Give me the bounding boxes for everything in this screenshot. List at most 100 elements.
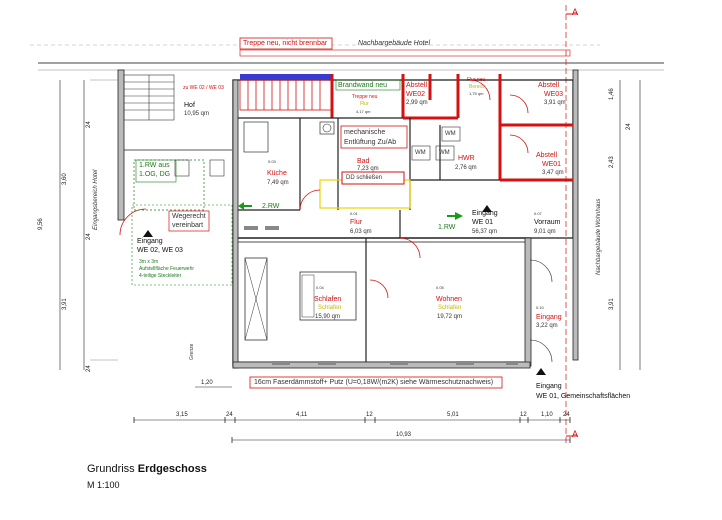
- red-note-top: zu WE 02 / WE 03: [183, 85, 224, 91]
- wm-label-2: WM: [415, 150, 426, 156]
- dim-l6: 24: [86, 365, 92, 372]
- mech-vent-line2: Entlüftung Zu/Ab: [344, 139, 397, 146]
- vorraum-name: Vorraum: [534, 219, 561, 226]
- eingang-r-name: Eingang: [536, 314, 562, 321]
- abstell-we03-name: Abstell: [538, 82, 560, 89]
- treppe-area: 4,17 qm: [356, 109, 371, 114]
- flur-neu-sub: Bereich: [469, 84, 486, 90]
- windows: [244, 226, 518, 365]
- dim-b5: 5,01: [447, 412, 459, 418]
- room-flur-name: Flur: [350, 219, 363, 226]
- abstell-we02-name: Abstell: [406, 82, 428, 89]
- right-vertical-label: Nachbargebäude Wohnhaus: [596, 198, 602, 275]
- treppe-sub: Flur: [360, 101, 369, 107]
- room-flur-num: 0.01: [350, 211, 358, 216]
- dim-b4: 12: [366, 412, 373, 418]
- schlafen-name: Schlafen: [314, 296, 342, 303]
- flur-neu-name: Flur neu: [467, 77, 486, 83]
- rw-1og-line1: 1.RW aus: [139, 162, 170, 169]
- dim-r1: 1,46: [609, 88, 615, 100]
- dimension-lines: [59, 80, 641, 441]
- dim-l3: 9,56: [38, 218, 44, 230]
- neighbor-top-label: Nachbargebäude Hotel: [358, 40, 430, 47]
- door-swings: [119, 79, 529, 299]
- dim-b8: 24: [563, 412, 570, 418]
- dim-b1: 3,15: [176, 412, 188, 418]
- room-hof-name: Hof: [184, 102, 195, 109]
- stair-left: [123, 74, 175, 121]
- room-bad-area: 7,23 qm: [357, 166, 379, 172]
- abstell-we02-unit: WE02: [406, 91, 426, 98]
- dim-r3: 3,91: [609, 298, 615, 310]
- abstell-we02-area: 2,99 qm: [406, 100, 428, 106]
- section-marker-top: A: [572, 7, 579, 17]
- flur-neu-area: 1,75 qm: [469, 91, 484, 96]
- wardrobe: [244, 257, 268, 341]
- feuerwehr-line1: 3m x 3m: [139, 259, 159, 265]
- treppe-name: Treppe neu: [352, 94, 378, 100]
- plan-scale: M 1:100: [87, 480, 120, 490]
- stair-new: [239, 79, 333, 111]
- dim-120: 1,20: [201, 380, 213, 386]
- kitchen-counter: [243, 121, 269, 153]
- dim-total: 10,93: [396, 432, 412, 438]
- feuerwehr-line2: Aufstellfläche Feuerwehr: [139, 266, 195, 272]
- eingang-we01-line3: 56,37 qm: [472, 229, 498, 235]
- dim-b2: 24: [226, 412, 233, 418]
- room-hwr-area: 2,76 qm: [455, 165, 477, 171]
- room-kueche-name: Küche: [267, 170, 287, 177]
- room-bad-name: Bad: [357, 158, 370, 165]
- wohnen-num: 0.05: [436, 285, 444, 290]
- dim-b7: 1,10: [541, 412, 553, 418]
- wall-hatching: [117, 69, 579, 369]
- dim-l4: 24: [86, 121, 92, 128]
- abstell-we01-area: 3,47 qm: [542, 170, 564, 176]
- eingang-r-num: 0.10: [536, 305, 544, 310]
- plan-title-prefix: Grundriss: [87, 463, 138, 475]
- abstell-we03-unit: WE03: [544, 91, 564, 98]
- rw1-label: 1.RW: [438, 224, 456, 231]
- entry-marker-bottom: [536, 368, 546, 375]
- rw2-label: 2.RW: [262, 203, 280, 210]
- wegerecht-line1: Wegerecht: [172, 213, 206, 220]
- rw1-arrow: [455, 212, 463, 220]
- wm-label-1: WM: [445, 131, 456, 137]
- fire-walls: [330, 74, 573, 182]
- eingang-we01-line1: Eingang: [472, 210, 498, 217]
- dim-r2: 2,43: [609, 156, 615, 168]
- abstell-we01-unit: WE01: [542, 161, 562, 168]
- room-hwr-name: HWR: [458, 155, 475, 162]
- section-marker-bottom: A: [572, 429, 579, 439]
- left-vertical-label: Eingangsbereich Hotel: [93, 169, 99, 230]
- dim-l5: 24: [86, 233, 92, 240]
- wegerecht-line2: vereinbart: [172, 222, 204, 229]
- room-kueche-area: 7,49 qm: [267, 180, 289, 186]
- wohnen-sub: Schlafen: [438, 305, 462, 311]
- brandwand-label: Brandwand neu: [338, 82, 388, 89]
- dim-l1: 3,60: [62, 173, 68, 185]
- stair-blue-band: [240, 74, 332, 80]
- mech-vent-line1: mechanische: [344, 129, 386, 136]
- dd-box: [341, 171, 405, 185]
- dd-note: DD schließen: [346, 175, 383, 181]
- schlafen-area: 15,90 qm: [315, 314, 341, 320]
- rw2-arrow: [238, 202, 244, 210]
- schlafen-sub: Schlafen: [318, 305, 342, 311]
- insulation-note: 16cm Faserdämmstoff+ Putz (U=0,18W/(m2K)…: [254, 379, 494, 386]
- wohnen-area: 19,72 qm: [437, 314, 463, 320]
- stair-note: Treppe neu, nicht brennbar: [243, 40, 328, 47]
- entry-marker-left: [143, 230, 153, 237]
- room-kueche-num: 0.03: [268, 159, 276, 164]
- insulation-box: [249, 376, 503, 389]
- vorraum-area: 9,01 qm: [534, 229, 556, 235]
- eingang-r-area: 3,22 qm: [536, 323, 558, 329]
- plan-title: Grundriss Erdgeschoss: [87, 464, 207, 475]
- eingang-we0203-line2: WE 02, WE 03: [137, 247, 183, 254]
- room-hof-area: 10,95 qm: [184, 111, 210, 117]
- grenze-label: Grenze: [189, 343, 195, 360]
- interior-walls: [238, 117, 500, 362]
- dim-b3: 4,11: [296, 412, 308, 418]
- wm-label-3: WM: [439, 150, 450, 156]
- eingang-we01-line2: WE 01: [472, 219, 494, 226]
